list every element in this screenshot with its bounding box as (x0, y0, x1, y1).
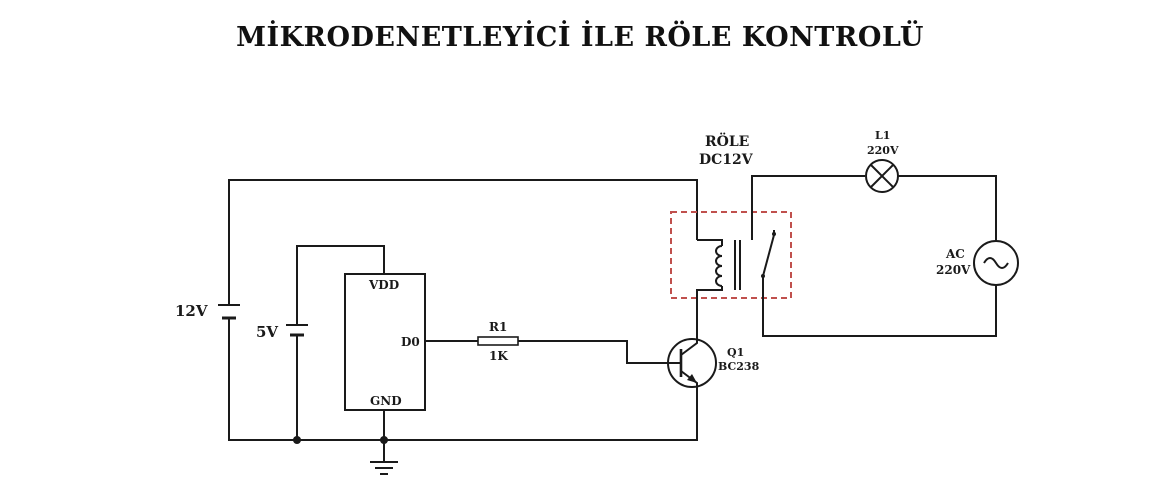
ac-source-name: AC (945, 247, 965, 261)
junction-dot (293, 436, 301, 444)
junction-dot (380, 436, 388, 444)
ac-source (973, 240, 1019, 286)
ac-source-rating: 220V (936, 263, 971, 277)
relay-enclosure (670, 211, 792, 299)
resistor-r1-value: 1K (489, 349, 508, 363)
diagram-title: MİKRODENETLEYİCİ İLE RÖLE KONTROLÜ (236, 22, 924, 53)
resistor-r1 (477, 336, 519, 346)
resistor-r1-name: R1 (489, 320, 507, 334)
transistor-q1 (667, 300, 717, 390)
lamp-l1-rating: 220V (867, 144, 899, 157)
lamp-l1 (865, 159, 997, 241)
relay-rating: DC12V (699, 152, 754, 168)
relay-name: RÖLE (705, 131, 749, 150)
lamp-l1-name: L1 (875, 129, 890, 142)
battery-12v-label: 12V (175, 302, 208, 320)
relay-coil (696, 239, 741, 300)
mcu-vdd-pin-label: VDD (368, 278, 399, 292)
battery-5v (286, 324, 308, 337)
ground-symbol (370, 461, 398, 475)
mcu-d0-pin-label: D0 (401, 335, 420, 349)
mcu-gnd-pin-label: GND (370, 394, 402, 408)
transistor-q1-name: Q1 (727, 346, 744, 359)
battery-12v (218, 304, 240, 320)
wires-signal (425, 340, 672, 364)
relay-switch (751, 175, 997, 337)
transistor-q1-part: BC238 (718, 360, 760, 373)
battery-5v-label: 5V (256, 323, 278, 341)
wires-main-loop (228, 179, 698, 441)
